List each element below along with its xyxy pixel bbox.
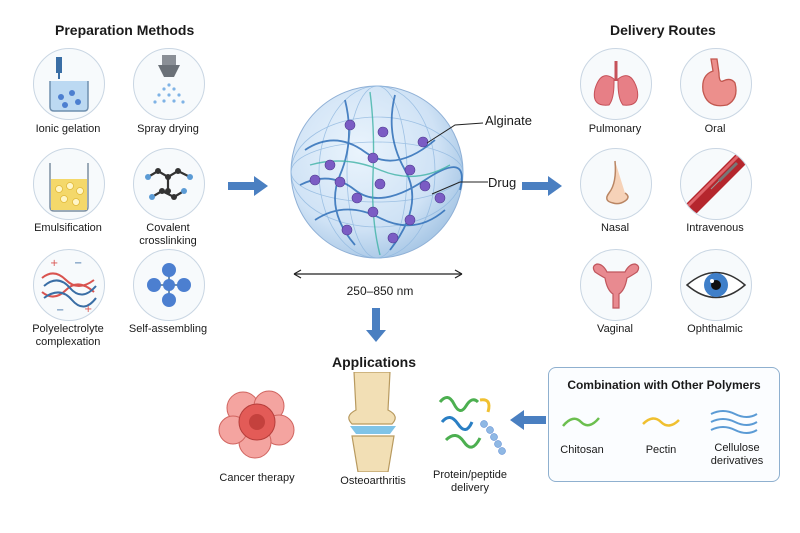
application-label-osteoarthritis: Osteoarthritis: [340, 475, 406, 487]
arrow-left-icon: [510, 410, 546, 430]
application-label-cancer: Cancer therapy: [219, 472, 295, 484]
cancer-cell-icon: [218, 390, 295, 459]
alginate-pointer: [426, 122, 484, 144]
polymers-panel: Combination with Other Polymers Chitosan…: [548, 367, 780, 482]
syringe-vein-icon: [680, 148, 752, 220]
method-label-emulsification: Emulsification: [34, 222, 102, 234]
application-label-protein: Protein/peptide delivery: [433, 469, 507, 494]
method-label-self-assembling: Self-assembling: [128, 323, 208, 335]
arrow-down-icon: [366, 308, 386, 342]
size-scale-arrow: [293, 269, 463, 279]
polymer-label-cellulose: Cellulose derivatives: [710, 442, 764, 467]
stomach-icon: [680, 48, 752, 120]
eye-icon: [680, 249, 752, 321]
route-label-vaginal: Vaginal: [597, 323, 633, 335]
method-label-spray-drying: Spray drying: [137, 123, 199, 135]
preparation-title: Preparation Methods: [55, 22, 195, 38]
method-label-covalent-crosslinking: Covalent crosslinking: [139, 222, 197, 247]
applications-title: Applications: [332, 354, 417, 370]
spray-nozzle-icon: [133, 48, 205, 120]
drug-label: Drug: [488, 175, 517, 190]
uterus-icon: [580, 249, 652, 321]
arrow-right-delivery-icon: [522, 176, 562, 196]
route-label-nasal: Nasal: [600, 222, 630, 234]
molecule-crosslink-icon: [133, 148, 205, 220]
route-label-oral: Oral: [704, 123, 726, 135]
size-label: 250–850 nm: [346, 284, 414, 298]
beaker-dropper-icon: [33, 48, 105, 120]
arrow-right-icon: [228, 176, 268, 196]
knee-joint-icon: [348, 372, 396, 472]
alginate-label: Alginate: [485, 113, 532, 128]
route-label-pulmonary: Pulmonary: [588, 123, 642, 135]
self-assembly-icon: [133, 249, 205, 321]
protein-icon: [438, 396, 506, 455]
lungs-icon: [580, 48, 652, 120]
svg-text:−: −: [56, 305, 64, 316]
chitosan-strand-icon: [562, 417, 600, 427]
polymer-label-chitosan: Chitosan: [560, 444, 604, 456]
polyelectrolyte-icon: + − + −: [33, 249, 105, 321]
nose-icon: [580, 148, 652, 220]
method-label-ionic-gelation: Ionic gelation: [35, 123, 101, 135]
svg-text:+: +: [50, 258, 58, 269]
polymers-title: Combination with Other Polymers: [567, 378, 761, 392]
polymer-label-pectin: Pectin: [645, 444, 677, 456]
pectin-strand-icon: [642, 417, 680, 427]
emulsion-beaker-icon: [33, 148, 105, 220]
delivery-title: Delivery Routes: [610, 22, 716, 38]
method-label-polyelectrolyte: Polyelectrolyte complexation: [32, 323, 104, 348]
drug-pointer: [431, 181, 488, 195]
svg-text:+: +: [84, 304, 92, 315]
cellulose-strands-icon: [710, 410, 758, 434]
svg-text:−: −: [74, 258, 82, 269]
nanoparticle-illustration: [290, 85, 464, 259]
route-label-ophthalmic: Ophthalmic: [687, 323, 743, 335]
route-label-intravenous: Intravenous: [686, 222, 744, 234]
